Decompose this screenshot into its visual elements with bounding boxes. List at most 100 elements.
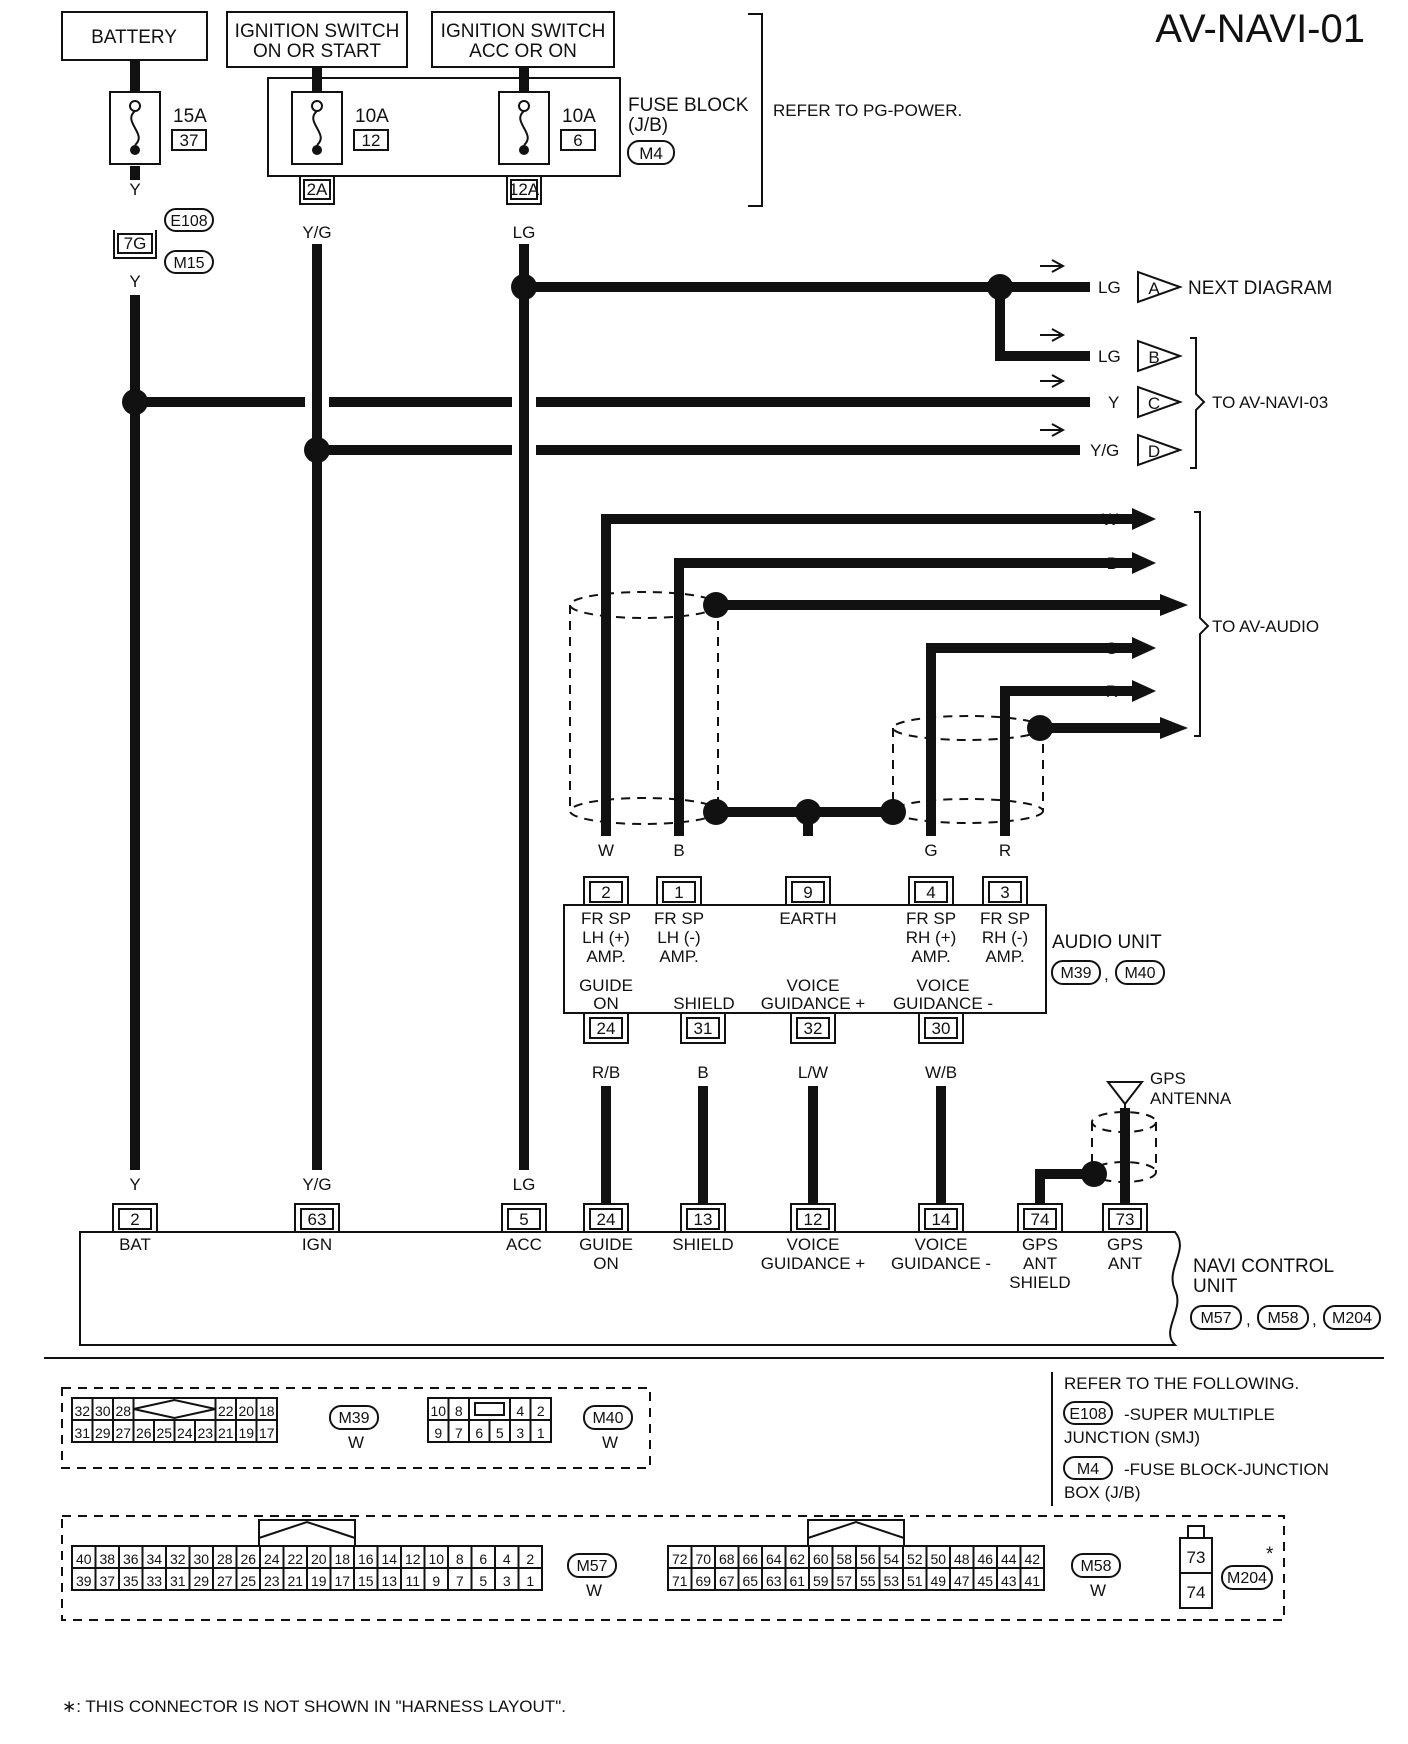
connector-view-box-2 (61, 1515, 1285, 1621)
wire-g-audio (926, 643, 1132, 836)
pin-number: 61 (789, 1573, 805, 1589)
connector-latch (474, 1402, 505, 1416)
svg-text:30: 30 (932, 1019, 951, 1038)
pin-number: 17 (259, 1425, 275, 1441)
svg-text:24: 24 (597, 1210, 616, 1229)
svg-text:73: 73 (1187, 1548, 1206, 1567)
svg-text:RH (-): RH (-) (982, 928, 1028, 947)
wire-b-audio (674, 558, 1132, 836)
pin-number: 42 (1024, 1551, 1040, 1567)
pin-number: 58 (836, 1551, 852, 1567)
svg-text:GUIDANCE -: GUIDANCE - (891, 1254, 991, 1273)
svg-text:LG: LG (1098, 347, 1121, 366)
pin-number: 18 (259, 1403, 275, 1419)
fuse-10a-12: 10A 12 (291, 91, 389, 165)
pin-number: 5 (479, 1573, 487, 1589)
wire-color-wb: W/B (925, 1063, 957, 1082)
navi-wire-lg: LG (513, 1175, 536, 1194)
svg-text:,: , (1246, 1310, 1251, 1329)
svg-text:M39: M39 (1060, 965, 1091, 982)
au-wire-w: W (598, 841, 614, 860)
svg-text:-SUPER MULTIPLE: -SUPER MULTIPLE (1124, 1405, 1275, 1424)
svg-text:GPS: GPS (1022, 1235, 1058, 1254)
splice-shield-left (703, 799, 729, 825)
pin-number: 48 (954, 1551, 970, 1567)
splice-y (122, 389, 148, 415)
pin-number: 9 (432, 1573, 440, 1589)
connector-name: M58 (1080, 1558, 1111, 1575)
svg-text:63: 63 (308, 1210, 327, 1229)
refer-bracket (748, 13, 763, 207)
bracket-av-navi-03 (1190, 337, 1206, 469)
footnote: ∗: THIS CONNECTOR IS NOT SHOWN IN "HARNE… (62, 1697, 566, 1716)
svg-text:74: 74 (1187, 1583, 1206, 1602)
pin-number: 16 (358, 1551, 374, 1567)
connector-name: M39 (338, 1410, 369, 1427)
svg-text:2: 2 (601, 883, 610, 902)
pin-number: 20 (238, 1403, 254, 1419)
pin-number: 2 (537, 1403, 545, 1419)
output-d: Y/G D (1040, 423, 1183, 467)
svg-text:GUIDANCE +: GUIDANCE + (761, 1254, 865, 1273)
svg-text:SHIELD: SHIELD (672, 1235, 733, 1254)
wire-color-lg-top: LG (513, 223, 536, 242)
svg-text:13: 13 (694, 1210, 713, 1229)
svg-text:IGNITION SWITCH: IGNITION SWITCH (235, 21, 400, 42)
pin-number: 30 (193, 1551, 209, 1567)
refer-m4: M4 -FUSE BLOCK-JUNCTION BOX (J/B) (1063, 1456, 1329, 1502)
pin-number: 64 (766, 1551, 782, 1567)
shield-left (569, 591, 719, 825)
audio-unit-bottom-terminals: 24 31 32 30 (583, 1013, 964, 1044)
pin-number: 4 (516, 1403, 524, 1419)
audio-unit-top-labels: FR SP LH (+) AMP. FR SP LH (-) AMP. EART… (581, 909, 1030, 966)
navi-wire-yg: Y/G (302, 1175, 331, 1194)
svg-text:5: 5 (519, 1210, 528, 1229)
output-c: Y C (1040, 374, 1183, 419)
pin-number: 29 (95, 1425, 111, 1441)
pin-number: 10 (428, 1551, 444, 1567)
pin-number: 31 (74, 1425, 90, 1441)
battery-box: BATTERY (61, 11, 208, 61)
pin-number: 49 (930, 1573, 946, 1589)
pin-number: 23 (197, 1425, 213, 1441)
svg-text:ON: ON (593, 1254, 619, 1273)
svg-text:AMP.: AMP. (911, 947, 950, 966)
svg-text:EARTH: EARTH (779, 909, 836, 928)
au-wire-b: B (673, 841, 684, 860)
svg-text:RH (+): RH (+) (906, 928, 957, 947)
svg-text:A: A (1148, 279, 1160, 298)
pin-number: 6 (475, 1425, 483, 1441)
pin-number: 12 (405, 1551, 421, 1567)
pin-number: 24 (177, 1425, 193, 1441)
pin-number: 17 (334, 1573, 350, 1589)
wire-color-y-top: Y (129, 180, 140, 199)
svg-text:4: 4 (926, 883, 935, 902)
pin-number: 4 (503, 1551, 511, 1567)
svg-text:IGNITION SWITCH: IGNITION SWITCH (441, 21, 606, 42)
pin-number: 72 (672, 1551, 688, 1567)
terminal-2a: 2A (299, 176, 335, 205)
pin-number: 40 (76, 1551, 92, 1567)
svg-text:M204: M204 (1332, 1310, 1372, 1327)
pin-number: 59 (813, 1573, 829, 1589)
pin-number: 35 (123, 1573, 139, 1589)
svg-text:M204: M204 (1227, 1570, 1267, 1587)
svg-text:32: 32 (804, 1019, 823, 1038)
svg-text:12: 12 (804, 1210, 823, 1229)
connector-latch (807, 1519, 905, 1546)
wire-lg-branch-b (995, 287, 1090, 361)
connector-name-oval (583, 1405, 633, 1430)
pin-number: 52 (907, 1551, 923, 1567)
ignition-switch-on-start-box: IGNITION SWITCH ON OR START (226, 11, 408, 68)
fuse-block-jb-label: (J/B) (628, 115, 668, 136)
svg-text:Y/G: Y/G (1090, 441, 1119, 460)
svg-text:10A: 10A (562, 106, 596, 127)
svg-text:2: 2 (130, 1210, 139, 1229)
splice-shield-top (703, 592, 729, 618)
svg-text:*: * (1266, 1544, 1274, 1565)
svg-text:ON: ON (593, 994, 619, 1013)
svg-text:7G: 7G (124, 234, 147, 253)
ignition-switch-acc-on-box: IGNITION SWITCH ACC OR ON (431, 11, 615, 68)
pin-number: 29 (193, 1573, 209, 1589)
